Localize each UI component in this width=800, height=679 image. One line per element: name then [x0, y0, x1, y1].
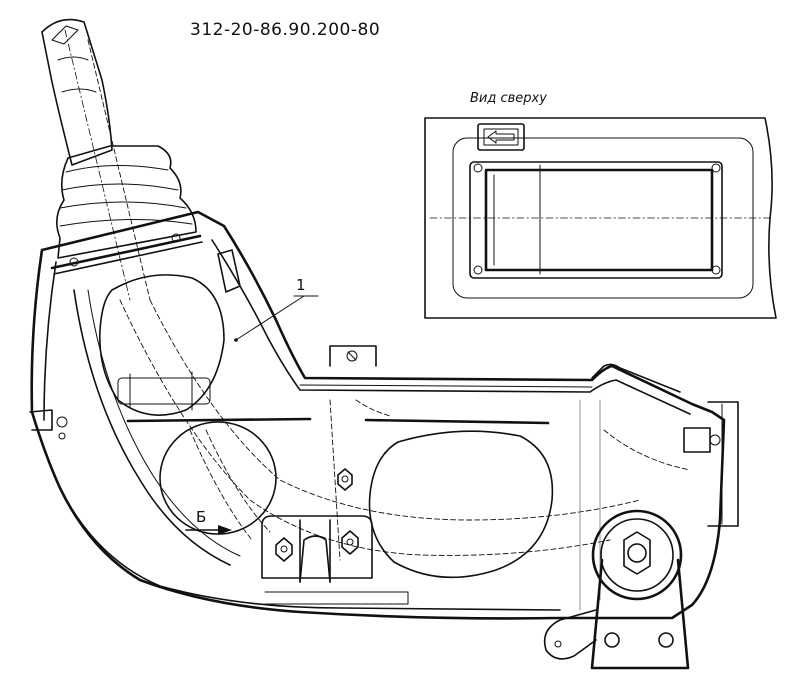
housing-body: [29, 210, 726, 620]
bottom-bracket: [261, 468, 409, 605]
part-callout-1: 1: [234, 276, 319, 342]
section-letter: Б: [196, 508, 206, 526]
top-view-inset: Вид сверху: [424, 91, 777, 319]
top-view-label: Вид сверху: [470, 91, 547, 106]
oval-openings: [99, 274, 554, 579]
hidden-cable-lines: [119, 299, 691, 611]
section-arrow: Б: [185, 508, 232, 535]
part-number-title: 312-20-86.90.200-80: [190, 20, 380, 40]
right-mount: [543, 401, 739, 670]
callout-number: 1: [296, 276, 306, 294]
joystick-lever: [41, 18, 203, 301]
